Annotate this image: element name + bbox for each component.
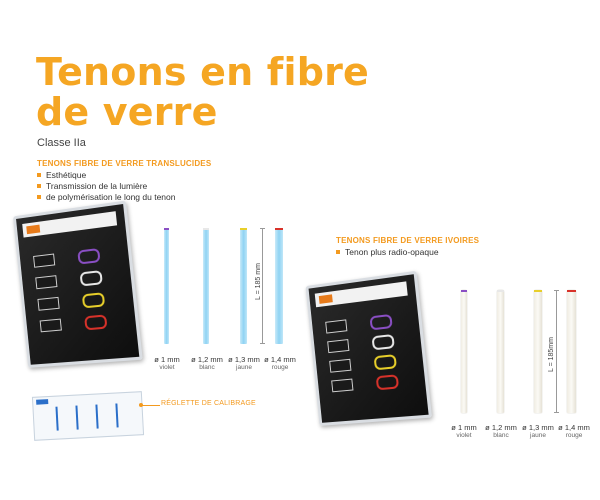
kit-loop-rouge [84,314,108,331]
bullet-radio-opaque: Tenon plus radio-opaque [336,247,439,258]
reglette-label: RÉGLETTE DE CALIBRAGE [161,400,256,407]
bullet-polymerisation: de polymérisation le long du tenon [37,192,175,203]
page-title: Tenons en fibre de verre [36,52,369,132]
post-translucide-blanc [203,228,209,344]
reglette-calibrage-image [31,391,145,441]
post-translucide-jaune [240,228,247,344]
kit-loop-violet [77,247,101,265]
length-label: L = 185mm [548,337,555,372]
length-dimension-line [554,290,559,413]
kit-loop-violet [369,313,393,331]
length-dimension-line [260,228,265,344]
translucides-kit-box [12,200,143,368]
post-ivoire-violet [461,290,467,413]
callout-dot [139,403,143,407]
kit-slot [331,378,354,393]
kit-label [22,211,118,238]
title-line-1: Tenons en fibre [36,50,370,94]
ivoires-kit-box [305,270,433,426]
ivoires-bullets: Tenon plus radio-opaque [336,247,439,258]
post-translucide-rouge [275,228,283,344]
kit-label [314,281,408,308]
bullet-esthetique: Esthétique [37,170,175,181]
post-ivoire-rouge [567,290,576,413]
bullet-transmission: Transmission de la lumière [37,181,175,192]
kit-loop-blanc [79,270,103,287]
post-translucide-violet [164,228,169,344]
length-label: L = 185 mm [255,263,262,300]
post-ivoire-jaune [534,290,542,413]
kit-slot [325,319,348,334]
translucides-bullets: Esthétique Transmission de la lumière de… [37,170,175,203]
kit-loop-jaune [81,292,106,309]
kit-loop-blanc [371,333,395,351]
kit-slot [327,339,350,354]
title-line-2: de verre [36,90,218,134]
kit-slot [33,253,56,268]
kit-slot [39,318,62,333]
callout-line [142,405,160,406]
kit-loop-jaune [373,354,397,371]
translucides-heading: TENONS FIBRE DE VERRE TRANSLUCIDES [37,159,212,168]
ivoires-heading: TENONS FIBRE DE VERRE IVOIRES [336,236,480,245]
kit-slot [329,358,352,373]
kit-slot [37,296,60,311]
kit-slot [35,275,58,290]
post-ivoire-blanc [497,290,504,413]
kit-loop-rouge [375,374,400,391]
classe-label: Classe IIa [37,137,86,149]
